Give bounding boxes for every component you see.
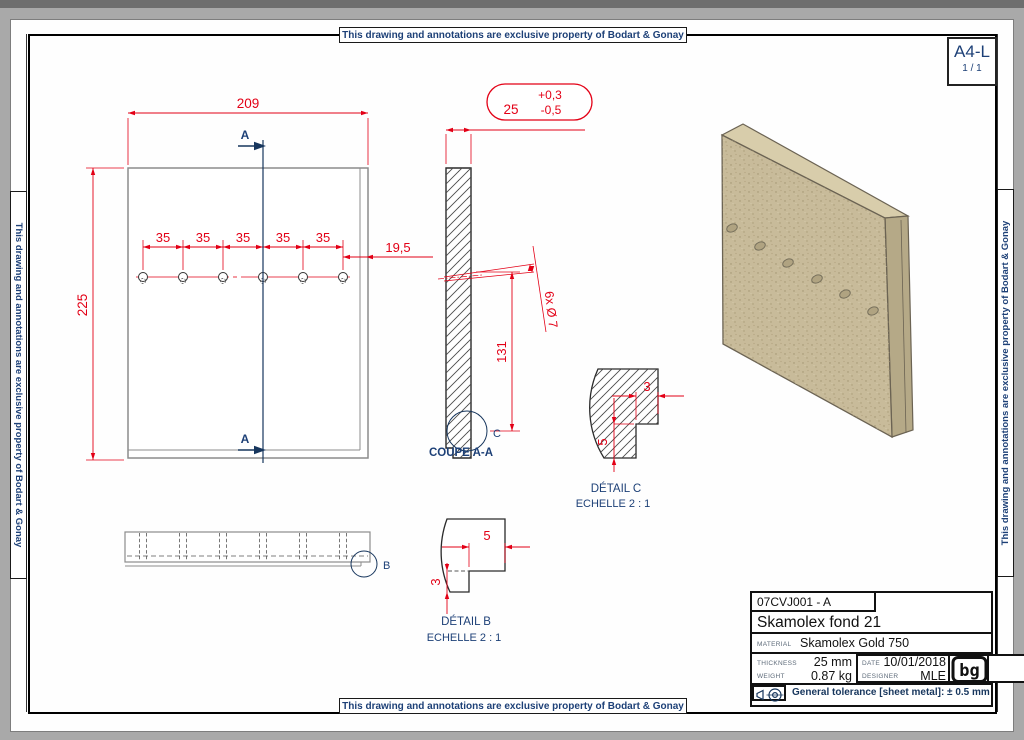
dim-spacing: 35 — [156, 230, 170, 245]
sheet-format-box: A4-L 1 / 1 — [947, 37, 997, 86]
detail-b-view: 5 3 DÉTAIL B ECHELLE 2 : 1 — [427, 518, 530, 644]
sheet-page-number: 1 / 1 — [962, 63, 982, 74]
sheet-format: A4-L — [954, 42, 990, 61]
dim-height: 225 — [75, 294, 90, 317]
dim-hole-height: 131 — [494, 341, 509, 363]
thickness-value: 25 mm — [813, 655, 852, 669]
general-tolerance: General tolerance [sheet metal]: ± 0.5 m… — [792, 687, 990, 698]
detail-b-scale: ECHELLE 2 : 1 — [427, 632, 502, 644]
dim-width: 209 — [237, 96, 260, 111]
designer-value: MLE — [920, 669, 946, 683]
dim-hole-edge: 19,5 — [385, 240, 410, 255]
section-arrow-label-bottom: A — [241, 432, 250, 446]
tolerance-row: General tolerance [sheet metal]: ± 0.5 m… — [752, 685, 991, 703]
detail-b-title: DÉTAIL B — [441, 615, 491, 628]
property-notice-bottom: This drawing and annotations are exclusi… — [339, 698, 687, 714]
dim-spacing: 35 — [196, 230, 210, 245]
dim-thickness: 25 — [503, 102, 518, 117]
projection-symbol-icon — [752, 685, 786, 702]
detail-c-dim-height: 5 — [595, 438, 610, 445]
part-title: Skamolex fond 21 — [752, 612, 991, 634]
tol-minus: -0,5 — [541, 103, 562, 117]
weight-label: WEIGHT — [757, 673, 785, 680]
detail-c-view: 3 5 DÉTAIL C ECHELLE 2 : 1 — [576, 368, 684, 510]
designer-label: DESIGNER — [862, 673, 899, 680]
property-notice-top: This drawing and annotations are exclusi… — [339, 27, 687, 43]
section-view: +0,3 25 -0,5 6x Ø 7 131 C COUPE A-A — [429, 83, 593, 459]
material-label: MATERIAL — [757, 641, 792, 648]
detail-b-dim-depth: 5 — [483, 528, 490, 543]
material-row: MATERIAL Skamolex Gold 750 — [752, 634, 991, 654]
dim-spacing: 35 — [276, 230, 290, 245]
hole-spacing-dims: 35 35 35 35 35 — [142, 230, 344, 270]
bottom-view: B — [124, 531, 390, 578]
detail-b-dim-height: 3 — [428, 578, 443, 585]
dim-spacing: 35 — [316, 230, 330, 245]
dim-spacing: 35 — [236, 230, 250, 245]
isometric-holes — [726, 223, 879, 316]
window-top-strip — [0, 0, 1024, 8]
thickness-label: THICKNESS — [757, 660, 797, 667]
detail-c-marker: C — [493, 428, 501, 440]
company-logo: bg — [948, 654, 989, 683]
properties-row: THICKNESS WEIGHT 25 mm 0.87 kg DATE DESI… — [752, 654, 1024, 685]
divider — [856, 654, 1024, 683]
date-label: DATE — [862, 660, 881, 667]
isometric-view — [720, 123, 914, 439]
detail-c-dim-depth: 3 — [643, 379, 650, 394]
detail-c-scale: ECHELLE 2 : 1 — [576, 498, 651, 510]
holes-note: 6x Ø 7 — [542, 290, 560, 328]
material-value: Skamolex Gold 750 — [800, 636, 910, 650]
tol-plus: +0,3 — [538, 88, 562, 102]
weight-value: 0.87 kg — [810, 669, 852, 683]
front-view: 209 225 35 35 — [75, 96, 433, 463]
section-arrow-label-top: A — [241, 128, 250, 142]
detail-c-title: DÉTAIL C — [591, 482, 641, 495]
logo-text: bg — [959, 661, 979, 681]
section-line-a: A A — [238, 128, 266, 463]
date-value: 10/01/2018 — [883, 655, 946, 669]
document-number: 07CVJ001 - A — [752, 593, 876, 612]
detail-b-marker: B — [383, 560, 390, 572]
section-view-label: COUPE A-A — [429, 447, 493, 459]
title-block: 07CVJ001 - A Skamolex fond 21 MATERIAL S… — [750, 591, 1024, 707]
